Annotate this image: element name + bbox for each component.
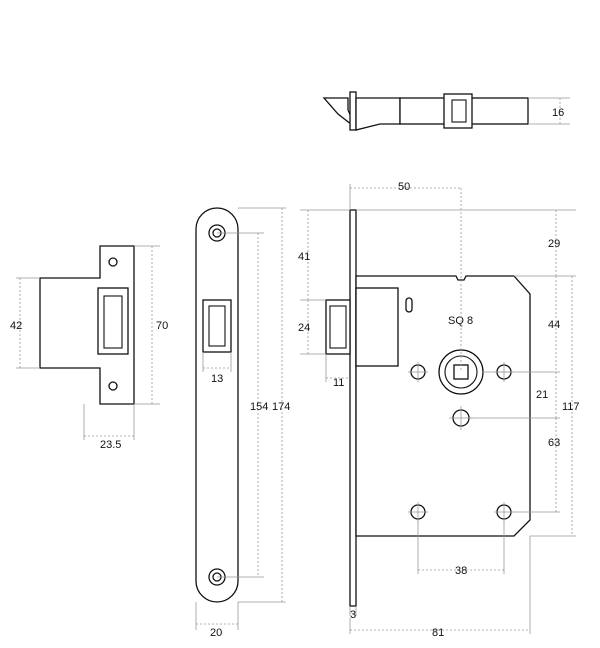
case-top-to-spindle-label: 44 [548,319,560,331]
forend-latch-opening-inner [208,305,226,347]
latch-mechanism-block [355,287,399,367]
bolt-height-label: 24 [298,322,310,334]
latch-height-label: 16 [552,107,564,119]
fixing-centres-case-label: 38 [455,565,467,577]
top-to-case-label: 29 [548,238,560,250]
keyhole-to-bottom-label: 63 [548,437,560,449]
strike-screw-hole-bottom [108,381,118,391]
opening-width-label: 13 [211,373,223,385]
forend-length-label: 174 [272,401,290,413]
top-to-bolt-label: 41 [298,251,310,263]
latch-projection-label: 11 [333,377,344,389]
forend-latch-opening [202,299,232,353]
strike-length-label: 70 [156,320,168,332]
latch-forend-plate [349,91,357,131]
case-forend [349,209,357,607]
case-height-label: 117 [562,401,580,413]
strike-plate-view: 42 70 23.5 [10,245,168,451]
strike-opening-inner [103,295,123,349]
square-size-label: SQ 8 [448,315,473,327]
strike-width-label: 23.5 [100,439,121,451]
strike-screw-hole-top [108,257,118,267]
latch-bolt-inner [329,305,347,349]
backset-label: 50 [398,181,410,193]
latch-follower-block [443,93,473,129]
case-slot [405,297,413,313]
latch-top-view: 16 [322,91,570,131]
lock-case-view: SQ 8 50 41 24 11 [298,181,580,639]
forend-thickness-label: 3 [350,609,356,621]
strike-plate [39,245,135,405]
strike-height-label: 42 [10,320,22,332]
latch-follower-inner [451,99,467,123]
fixing-centres-label: 154 [250,401,268,413]
spindle-to-keyhole-label: 21 [536,389,548,401]
strike-opening-outer [97,287,129,355]
forend-width-label: 20 [210,627,222,639]
case-depth-label: 81 [432,627,444,639]
forend-plate [195,207,239,603]
spindle-square [453,364,469,380]
latch-body-front [355,97,401,131]
forend-view: 13 154 174 20 [195,207,290,639]
